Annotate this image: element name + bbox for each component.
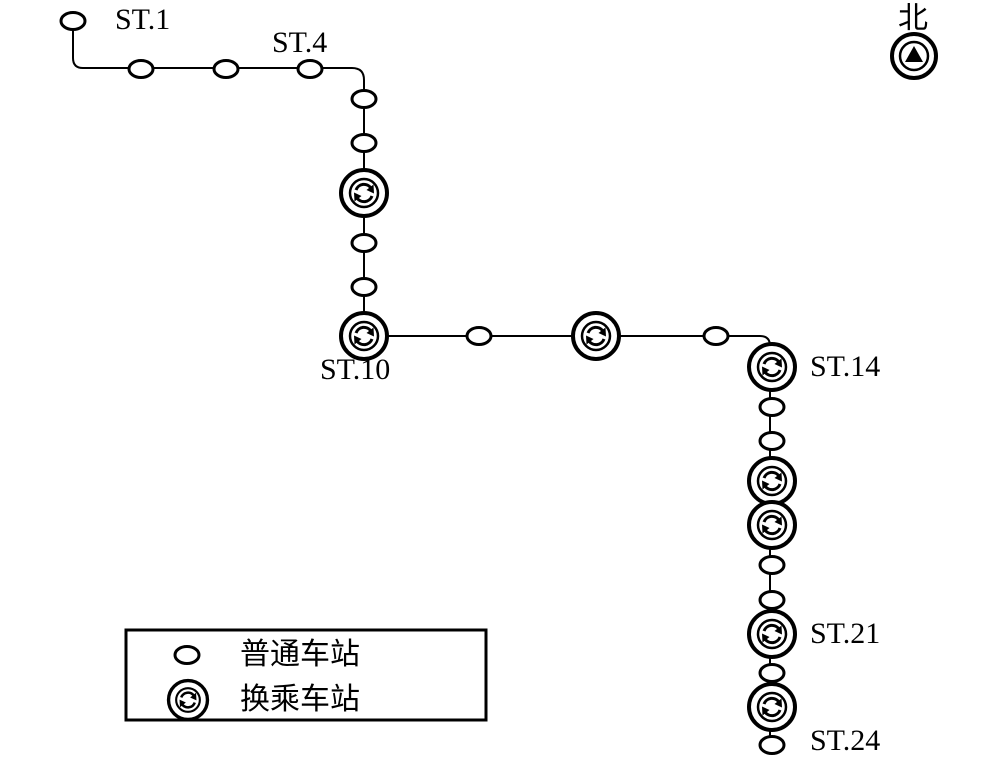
transfer-station-icon	[747, 456, 797, 506]
legend-transfer-station-icon	[166, 678, 210, 722]
legend-normal-label: 普通车站	[240, 637, 360, 672]
normal-station-icon	[350, 277, 378, 297]
normal-station-icon	[758, 555, 786, 575]
stations	[59, 11, 797, 755]
station-label-st1: ST.1	[115, 3, 170, 36]
normal-station-icon	[758, 431, 786, 451]
normal-station-icon	[350, 89, 378, 109]
north-label: 北	[898, 1, 928, 36]
normal-station-icon	[758, 663, 786, 683]
normal-station-icon	[758, 735, 786, 755]
transfer-station-icon	[747, 609, 797, 659]
normal-station-icon	[758, 590, 786, 610]
normal-station-icon	[212, 59, 240, 79]
transfer-station-icon	[747, 342, 797, 392]
station-label-st10: ST.10	[320, 353, 390, 386]
legend-transfer-label: 换乘车站	[240, 682, 360, 717]
normal-station-icon	[758, 397, 786, 417]
normal-station-icon	[350, 233, 378, 253]
normal-station-icon	[465, 326, 493, 346]
north-compass: 北	[890, 1, 938, 80]
normal-station-icon	[127, 59, 155, 79]
normal-station-icon	[59, 11, 87, 31]
legend: 普通车站 换乘车站	[124, 628, 488, 722]
transfer-station-icon	[339, 168, 389, 218]
transfer-station-icon	[747, 500, 797, 550]
station-label-st14: ST.14	[810, 350, 880, 383]
route-line	[72, 22, 771, 745]
station-label-st21: ST.21	[810, 617, 880, 650]
normal-station-icon	[350, 133, 378, 153]
transfer-station-icon	[571, 311, 621, 361]
station-label-st24: ST.24	[810, 724, 880, 757]
normal-station-icon	[296, 59, 324, 79]
legend-normal-station-icon	[173, 645, 201, 665]
station-label-st4: ST.4	[272, 26, 327, 59]
transfer-station-icon	[747, 682, 797, 732]
normal-station-icon	[702, 326, 730, 346]
north-arrow-icon	[890, 32, 938, 80]
